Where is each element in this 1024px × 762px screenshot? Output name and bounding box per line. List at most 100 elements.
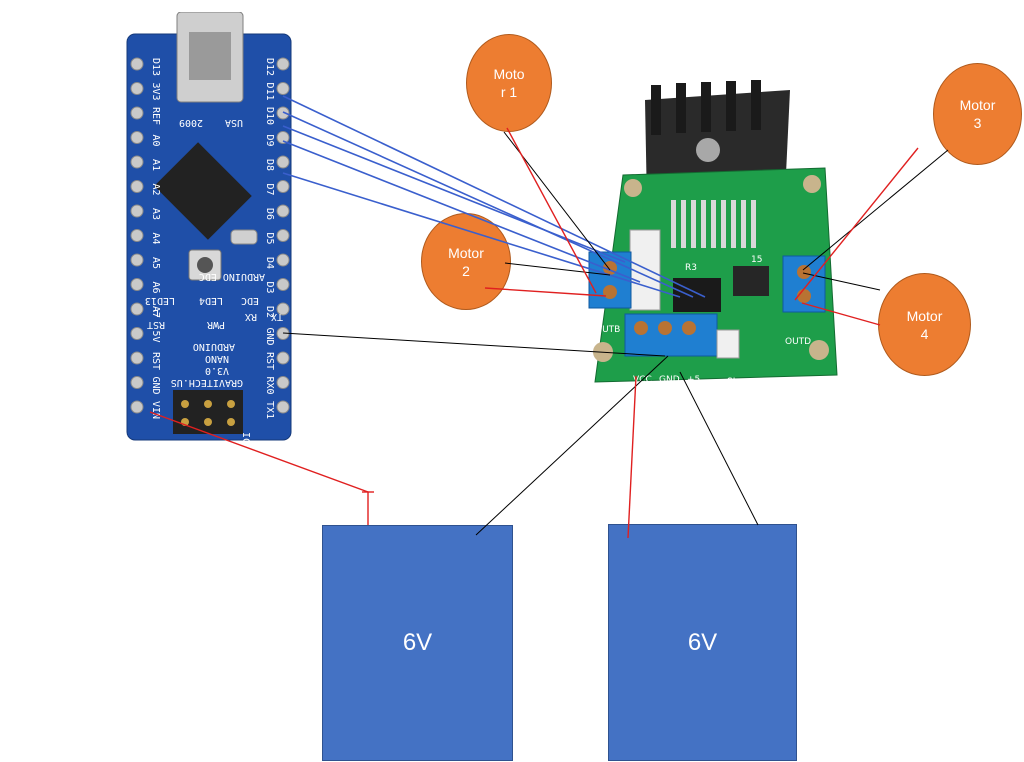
driver-label-si: SI [727, 377, 735, 387]
icsp-header [173, 390, 243, 434]
wire-battery2-red [627, 375, 637, 539]
battery-1-label: 6V [402, 629, 433, 656]
nano-pin-label-right-rst: RST [264, 352, 275, 370]
nano-pin-label-right-d10: D10 [264, 107, 275, 125]
battery-1: 6V [322, 525, 513, 761]
nano-pin-label-right-d12: D12 [264, 58, 275, 76]
nano-pin-left-a0 [130, 131, 144, 144]
nano-label-icsp: ICSP [240, 432, 251, 442]
driver-label-15: 15 [751, 255, 762, 265]
nano-label-rx: RX [245, 311, 257, 322]
nano-label-edc: EDC [241, 295, 259, 306]
nano-pin-left-rst [130, 351, 144, 365]
driver-label-outd: OUTD [785, 337, 811, 347]
nano-pin-label-right-d2: D2 [264, 306, 275, 318]
nano-pin-left-3v3 [130, 82, 144, 95]
nano-pin-right-d8 [276, 155, 290, 169]
motor-1-label: Moto r 1 [493, 66, 525, 100]
motor-4-label: Motor 4 [906, 307, 943, 342]
nano-pin-left-vin [130, 400, 144, 414]
nano-pin-left-a7 [130, 302, 144, 316]
nano-pin-label-left-a2: A2 [150, 183, 161, 195]
nano-pin-label-right-d4: D4 [264, 257, 275, 269]
nano-pin-right-d10 [276, 106, 290, 120]
nano-pin-label-left-a6: A6 [150, 281, 161, 293]
nano-pin-right-d11 [276, 82, 290, 95]
nano-pin-label-left-ref: REF [150, 107, 161, 125]
nano-label-l: L [153, 307, 159, 318]
nano-pin-label-right-gnd: GND [264, 327, 275, 345]
nano-pin-right-tx1 [276, 400, 290, 414]
driver-label-outb: OUTB [595, 325, 620, 335]
nano-pin-label-left-3v3: 3V3 [150, 82, 161, 100]
driver-label-vcc: VCC [633, 375, 652, 385]
nano-pin-right-gnd [276, 327, 290, 340]
nano-pin-right-d6 [276, 204, 290, 218]
nano-pin-left-a6 [130, 278, 144, 291]
nano-pin-left-ref [130, 106, 144, 120]
nano-pin-right-d12 [276, 57, 290, 71]
motor-2-label: Motor 2 [448, 244, 484, 279]
nano-label-pwr: PWR [206, 319, 225, 330]
nano-pin-label-right-d8: D8 [264, 159, 275, 171]
nano-pin-label-right-d11: D11 [264, 82, 275, 100]
nano-pin-left-a3 [130, 204, 144, 218]
nano-pin-label-right-rx0: RX0 [264, 376, 275, 394]
motor-3: Motor 3 [933, 63, 1022, 165]
nano-pin-right-d4 [276, 253, 290, 267]
nano-pin-label-left-rst: RST [150, 352, 161, 370]
motor-1: Moto r 1 [466, 34, 552, 132]
nano-pin-left-a1 [130, 155, 144, 169]
motor-driver-board: OUTB OUTD VCC GND +5 SI 15 R3 [588, 80, 838, 387]
nano-pin-right-d2 [276, 302, 290, 316]
nano-pin-label-right-tx1: TX1 [264, 401, 275, 419]
nano-pin-right-rst [276, 351, 290, 365]
nano-label-gravitech: GRAVITECH.US [171, 377, 243, 388]
nano-label-arduino: ARDUINO [193, 341, 235, 352]
nano-pin-label-left-gnd: GND [150, 376, 161, 394]
nano-pin-label-left-5v: 5V [150, 330, 161, 342]
nano-pin-label-left-d13: D13 [150, 58, 161, 76]
nano-pin-label-left-a1: A1 [150, 159, 161, 171]
driver-label-r3: R3 [685, 263, 697, 273]
nano-pin-label-left-a7: A7 [150, 306, 161, 318]
nano-pin-label-right-d5: D5 [264, 232, 275, 244]
nano-pin-label-right-d7: D7 [264, 183, 275, 195]
nano-pin-left-gnd [130, 376, 144, 389]
nano-pin-left-5v [130, 327, 144, 340]
nano-label-rst: RST [147, 319, 165, 330]
driver-label-5v: +5 [687, 375, 700, 385]
motor-3-label: Motor 3 [959, 97, 996, 131]
nano-pin-left-a5 [130, 253, 144, 267]
nano-pin-label-left-a5: A5 [150, 257, 161, 269]
nano-pin-right-d9 [276, 131, 290, 144]
nano-label-version: V3.0 [205, 365, 229, 376]
nano-pin-label-left-vin: VIN [150, 401, 161, 419]
nano-pin-right-rx0 [276, 376, 290, 389]
nano-label-led4: LED4 [199, 295, 223, 306]
nano-pin-right-d7 [276, 180, 290, 193]
nano-label-tx: TX [271, 311, 283, 322]
nano-pin-label-right-d9: D9 [264, 134, 275, 146]
terminal-outb [588, 251, 632, 309]
nano-pin-right-d5 [276, 229, 290, 242]
terminal-outd [782, 255, 826, 313]
nano-pin-right-d3 [276, 278, 290, 291]
nano-label-led13: LED13 [145, 295, 175, 306]
nano-pin-left-d13 [130, 57, 144, 71]
motor-2: Motor 2 [421, 213, 511, 310]
driver-label-gnd: GND [659, 375, 680, 385]
nano-pin-label-left-a4: A4 [150, 232, 161, 244]
nano-pin-left-a4 [130, 229, 144, 242]
battery-2: 6V [608, 524, 797, 761]
input-header [673, 278, 721, 312]
nano-label-arduino-edc: ARDUINO EDC [199, 271, 265, 282]
nano-pin-label-left-a0: A0 [150, 134, 161, 146]
microcontroller-chip [154, 142, 252, 240]
nano-pin-label-left-a3: A3 [150, 208, 161, 220]
nano-pin-left-a2 [130, 180, 144, 193]
nano-label-usa: USA [225, 117, 243, 128]
